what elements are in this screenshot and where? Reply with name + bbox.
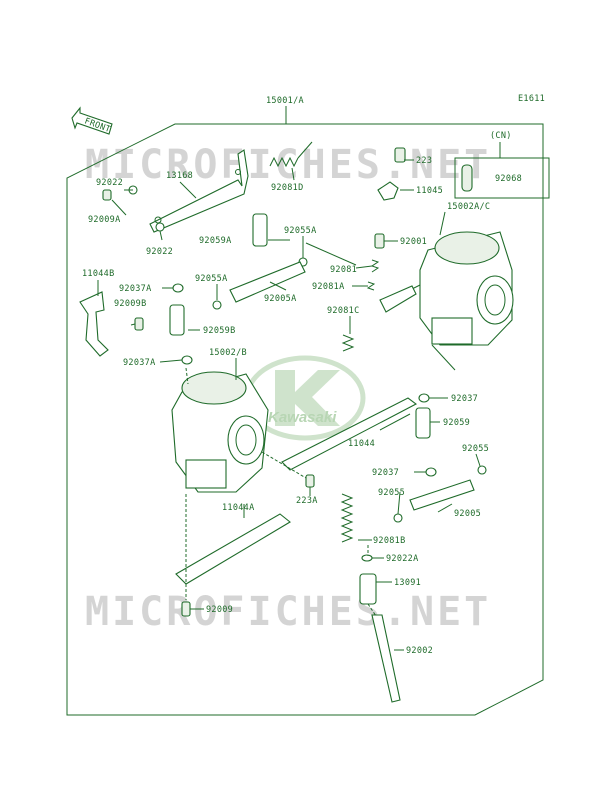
label-15002B: 15002/B: [209, 348, 247, 358]
label-92059: 92059: [443, 418, 470, 428]
spring-92081D: [269, 156, 299, 168]
label-92081B: 92081B: [373, 536, 406, 546]
label-92055-b: 92055: [378, 488, 405, 498]
screw-92009A: [102, 189, 112, 201]
washer-92022-b: [155, 222, 165, 232]
label-13168: 13168: [166, 171, 193, 181]
pipe-92005A: [229, 261, 306, 303]
label-92055: 92055: [462, 444, 489, 454]
screw-92002: [371, 614, 401, 703]
diagram-code: E1611: [518, 94, 545, 104]
label-92022A: 92022A: [386, 554, 419, 564]
label-92037A: 92037A: [123, 358, 156, 368]
watermark-bottom: MICROFICHES.NET: [85, 589, 491, 635]
label-92059A: 92059A: [199, 236, 232, 246]
logo-text: Kawasaki: [268, 409, 337, 426]
pipe-92005: [409, 479, 475, 511]
washer-92022A: [361, 554, 373, 562]
adjuster-13091: [359, 573, 377, 605]
label-11044: 11044: [348, 439, 375, 449]
label-92055A: 92055A: [195, 274, 228, 284]
label-92081D: 92081D: [271, 183, 304, 193]
carburetor-15002AC: [379, 231, 514, 346]
assembly-label: 15001/A: [266, 96, 304, 106]
label-92009A: 92009A: [88, 215, 121, 225]
variant-box-label: (CN): [490, 131, 512, 141]
front-arrow-icon: FRONT: [71, 106, 113, 135]
label-92059B: 92059B: [203, 326, 236, 336]
fitting-92059: [415, 407, 431, 439]
spring-92081B: [340, 493, 354, 543]
cap-92037A: [181, 355, 193, 365]
label-92009: 92009: [206, 605, 233, 615]
cap-92037-b: [425, 467, 437, 477]
oring-92055-b: [393, 513, 403, 523]
label-92037: 92037: [451, 394, 478, 404]
screw-223A: [305, 474, 315, 488]
label-11044B: 11044B: [82, 269, 115, 279]
label-92022-b: 92022: [146, 247, 173, 257]
bracket-11045: [377, 181, 399, 201]
label-92002: 92002: [406, 646, 433, 656]
cap-92037A-top: [172, 283, 184, 293]
screw-92009: [181, 601, 191, 617]
label-92022: 92022: [96, 178, 123, 188]
oring-92055: [477, 465, 487, 475]
spring-92081A: [366, 281, 376, 291]
label-92081C: 92081C: [327, 306, 360, 316]
variant-box: (CN): [454, 131, 550, 199]
label-92001: 92001: [400, 237, 427, 247]
link-11044: [281, 397, 418, 471]
screw-223-top: [394, 147, 406, 163]
label-92005A: 92005A: [264, 294, 297, 304]
fitting-92059B: [169, 304, 185, 336]
carburetor-15002B: [171, 371, 269, 493]
label-92081A: 92081A: [312, 282, 345, 292]
assembly-outline: [66, 123, 544, 716]
label-13091: 13091: [394, 578, 421, 588]
label-15002AC: 15002A/C: [447, 202, 490, 212]
label-11045: 11045: [416, 186, 443, 196]
bracket-11044B: [79, 291, 109, 357]
spring-92081C: [341, 334, 355, 352]
screw-92001: [374, 233, 385, 249]
label-11044A: 11044A: [222, 503, 255, 513]
cap-92037: [418, 393, 430, 403]
label-92037-b: 92037: [372, 468, 399, 478]
leader-lines: [97, 159, 481, 651]
label-92055A-top: 92055A: [284, 226, 317, 236]
fitting-92059A: [252, 213, 268, 247]
label-92081: 92081: [330, 265, 357, 275]
label-223-top: 223: [416, 156, 432, 166]
label-223A: 223A: [296, 496, 318, 506]
plate-11044A: [175, 513, 291, 585]
label-92037A-top: 92037A: [119, 284, 152, 294]
part-labels: 92022 13168 92081D 223 11045 92068 92009…: [82, 156, 522, 656]
screw-92009B: [134, 317, 144, 331]
label-92005: 92005: [454, 509, 481, 519]
oring-92055A: [212, 300, 222, 310]
spring-92081: [370, 259, 380, 273]
label-92009B: 92009B: [114, 299, 147, 309]
label-92068: 92068: [495, 174, 522, 184]
